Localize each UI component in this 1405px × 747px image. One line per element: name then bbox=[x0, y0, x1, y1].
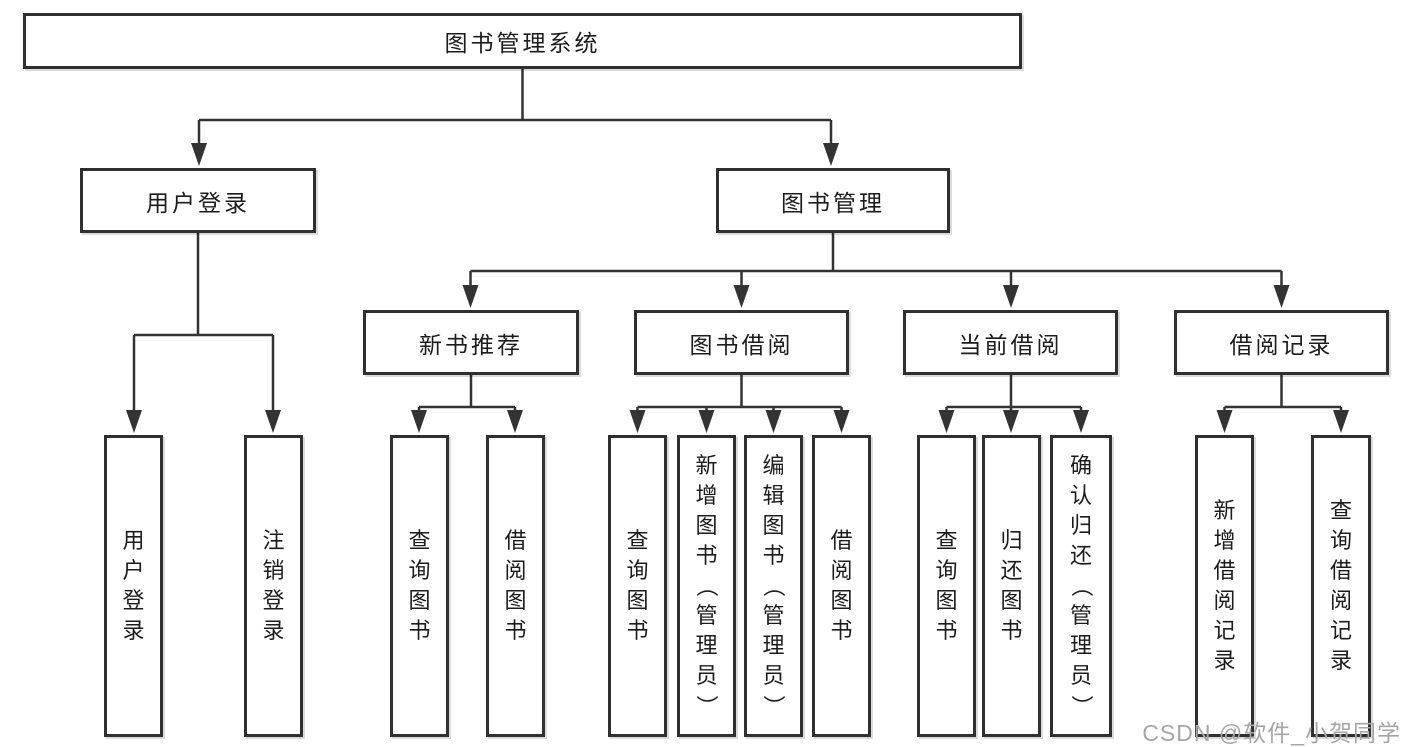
leaf-query-books-recommend: 查询图书 bbox=[390, 435, 449, 737]
connector-borrow-records-branch bbox=[1216, 375, 1349, 433]
arrow-down-icon bbox=[1003, 285, 1019, 308]
leaf-add-book-admin-label: 新增图书（管理员） bbox=[694, 453, 720, 718]
leaf-edit-book-admin-label: 编辑图书（管理员） bbox=[761, 453, 787, 718]
arrow-down-icon bbox=[765, 410, 782, 433]
arrow-down-icon bbox=[126, 410, 142, 433]
arrow-down-icon bbox=[938, 410, 955, 433]
leaf-confirm-return-admin: 确认归还（管理员） bbox=[1050, 435, 1112, 737]
leaf-borrow-books-label: 借阅图书 bbox=[830, 528, 853, 643]
node-current-borrow-label: 当前借阅 bbox=[958, 331, 1063, 358]
connector-new-book-branch bbox=[411, 375, 523, 433]
leaf-query-books-borrow: 查询图书 bbox=[608, 435, 667, 737]
arrow-down-icon bbox=[1216, 410, 1233, 433]
leaf-confirm-return-admin-label: 确认归还（管理员） bbox=[1068, 453, 1094, 718]
leaf-add-book-admin: 新增图书（管理员） bbox=[677, 435, 736, 737]
connector-root-to-level2 bbox=[191, 69, 839, 166]
node-user-login-label: 用户登录 bbox=[146, 189, 250, 216]
node-borrow-records: 借阅记录 bbox=[1174, 310, 1389, 375]
leaf-borrow-books-recommend: 借阅图书 bbox=[486, 435, 545, 737]
arrow-down-icon bbox=[1333, 410, 1349, 433]
node-book-borrow: 图书借阅 bbox=[634, 310, 849, 375]
leaf-add-borrow-record: 新增借阅记录 bbox=[1195, 435, 1254, 737]
node-library-system-label: 图书管理系统 bbox=[444, 30, 601, 56]
node-user-login: 用户登录 bbox=[80, 168, 316, 233]
leaf-user-login: 用户登录 bbox=[104, 435, 163, 737]
leaf-query-books-current: 查询图书 bbox=[917, 435, 976, 737]
arrow-down-icon bbox=[411, 410, 427, 433]
node-new-book-recommend-label: 新书推荐 bbox=[419, 331, 523, 358]
arrow-down-icon bbox=[462, 285, 479, 308]
leaf-query-borrow-record: 查询借阅记录 bbox=[1311, 435, 1371, 737]
node-book-management-label: 图书管理 bbox=[781, 189, 885, 216]
watermark: CSDN @软件_小贺同学 bbox=[1142, 720, 1401, 746]
arrow-down-icon bbox=[507, 410, 523, 433]
leaf-query-books-borrow-label: 查询图书 bbox=[626, 528, 649, 643]
arrow-down-icon bbox=[1273, 285, 1290, 308]
node-library-system: 图书管理系统 bbox=[23, 13, 1022, 69]
arrow-down-icon bbox=[823, 143, 839, 166]
connector-current-borrow-branch bbox=[938, 375, 1089, 433]
connector-book-borrow-branch bbox=[629, 375, 850, 433]
node-current-borrow: 当前借阅 bbox=[903, 310, 1118, 375]
leaf-query-books-recommend-label: 查询图书 bbox=[408, 528, 431, 643]
leaf-logout-label: 注销登录 bbox=[262, 528, 285, 643]
leaf-edit-book-admin: 编辑图书（管理员） bbox=[744, 435, 803, 737]
connector-login-branch bbox=[126, 233, 281, 433]
node-book-management: 图书管理 bbox=[716, 168, 950, 233]
node-new-book-recommend: 新书推荐 bbox=[363, 310, 579, 375]
node-borrow-records-label: 借阅记录 bbox=[1229, 331, 1334, 358]
arrow-down-icon bbox=[733, 285, 750, 308]
arrow-down-icon bbox=[1003, 410, 1019, 433]
leaf-query-books-current-label: 查询图书 bbox=[935, 528, 958, 643]
leaf-return-books: 归还图书 bbox=[982, 435, 1041, 737]
leaf-logout: 注销登录 bbox=[244, 435, 303, 737]
leaf-borrow-books: 借阅图书 bbox=[812, 435, 871, 737]
arrow-down-icon bbox=[833, 410, 850, 433]
leaf-query-borrow-record-label: 查询借阅记录 bbox=[1329, 498, 1352, 673]
leaf-user-login-label: 用户登录 bbox=[122, 528, 145, 643]
leaf-borrow-books-recommend-label: 借阅图书 bbox=[504, 528, 527, 643]
arrow-down-icon bbox=[629, 410, 646, 433]
arrow-down-icon bbox=[265, 410, 281, 433]
leaf-return-books-label: 归还图书 bbox=[1000, 528, 1023, 643]
node-book-borrow-label: 图书借阅 bbox=[689, 331, 794, 358]
leaf-add-borrow-record-label: 新增借阅记录 bbox=[1213, 498, 1236, 673]
arrow-down-icon bbox=[191, 143, 207, 166]
arrow-down-icon bbox=[698, 410, 715, 433]
connector-management-to-sections bbox=[462, 233, 1290, 308]
arrow-down-icon bbox=[1073, 410, 1089, 433]
